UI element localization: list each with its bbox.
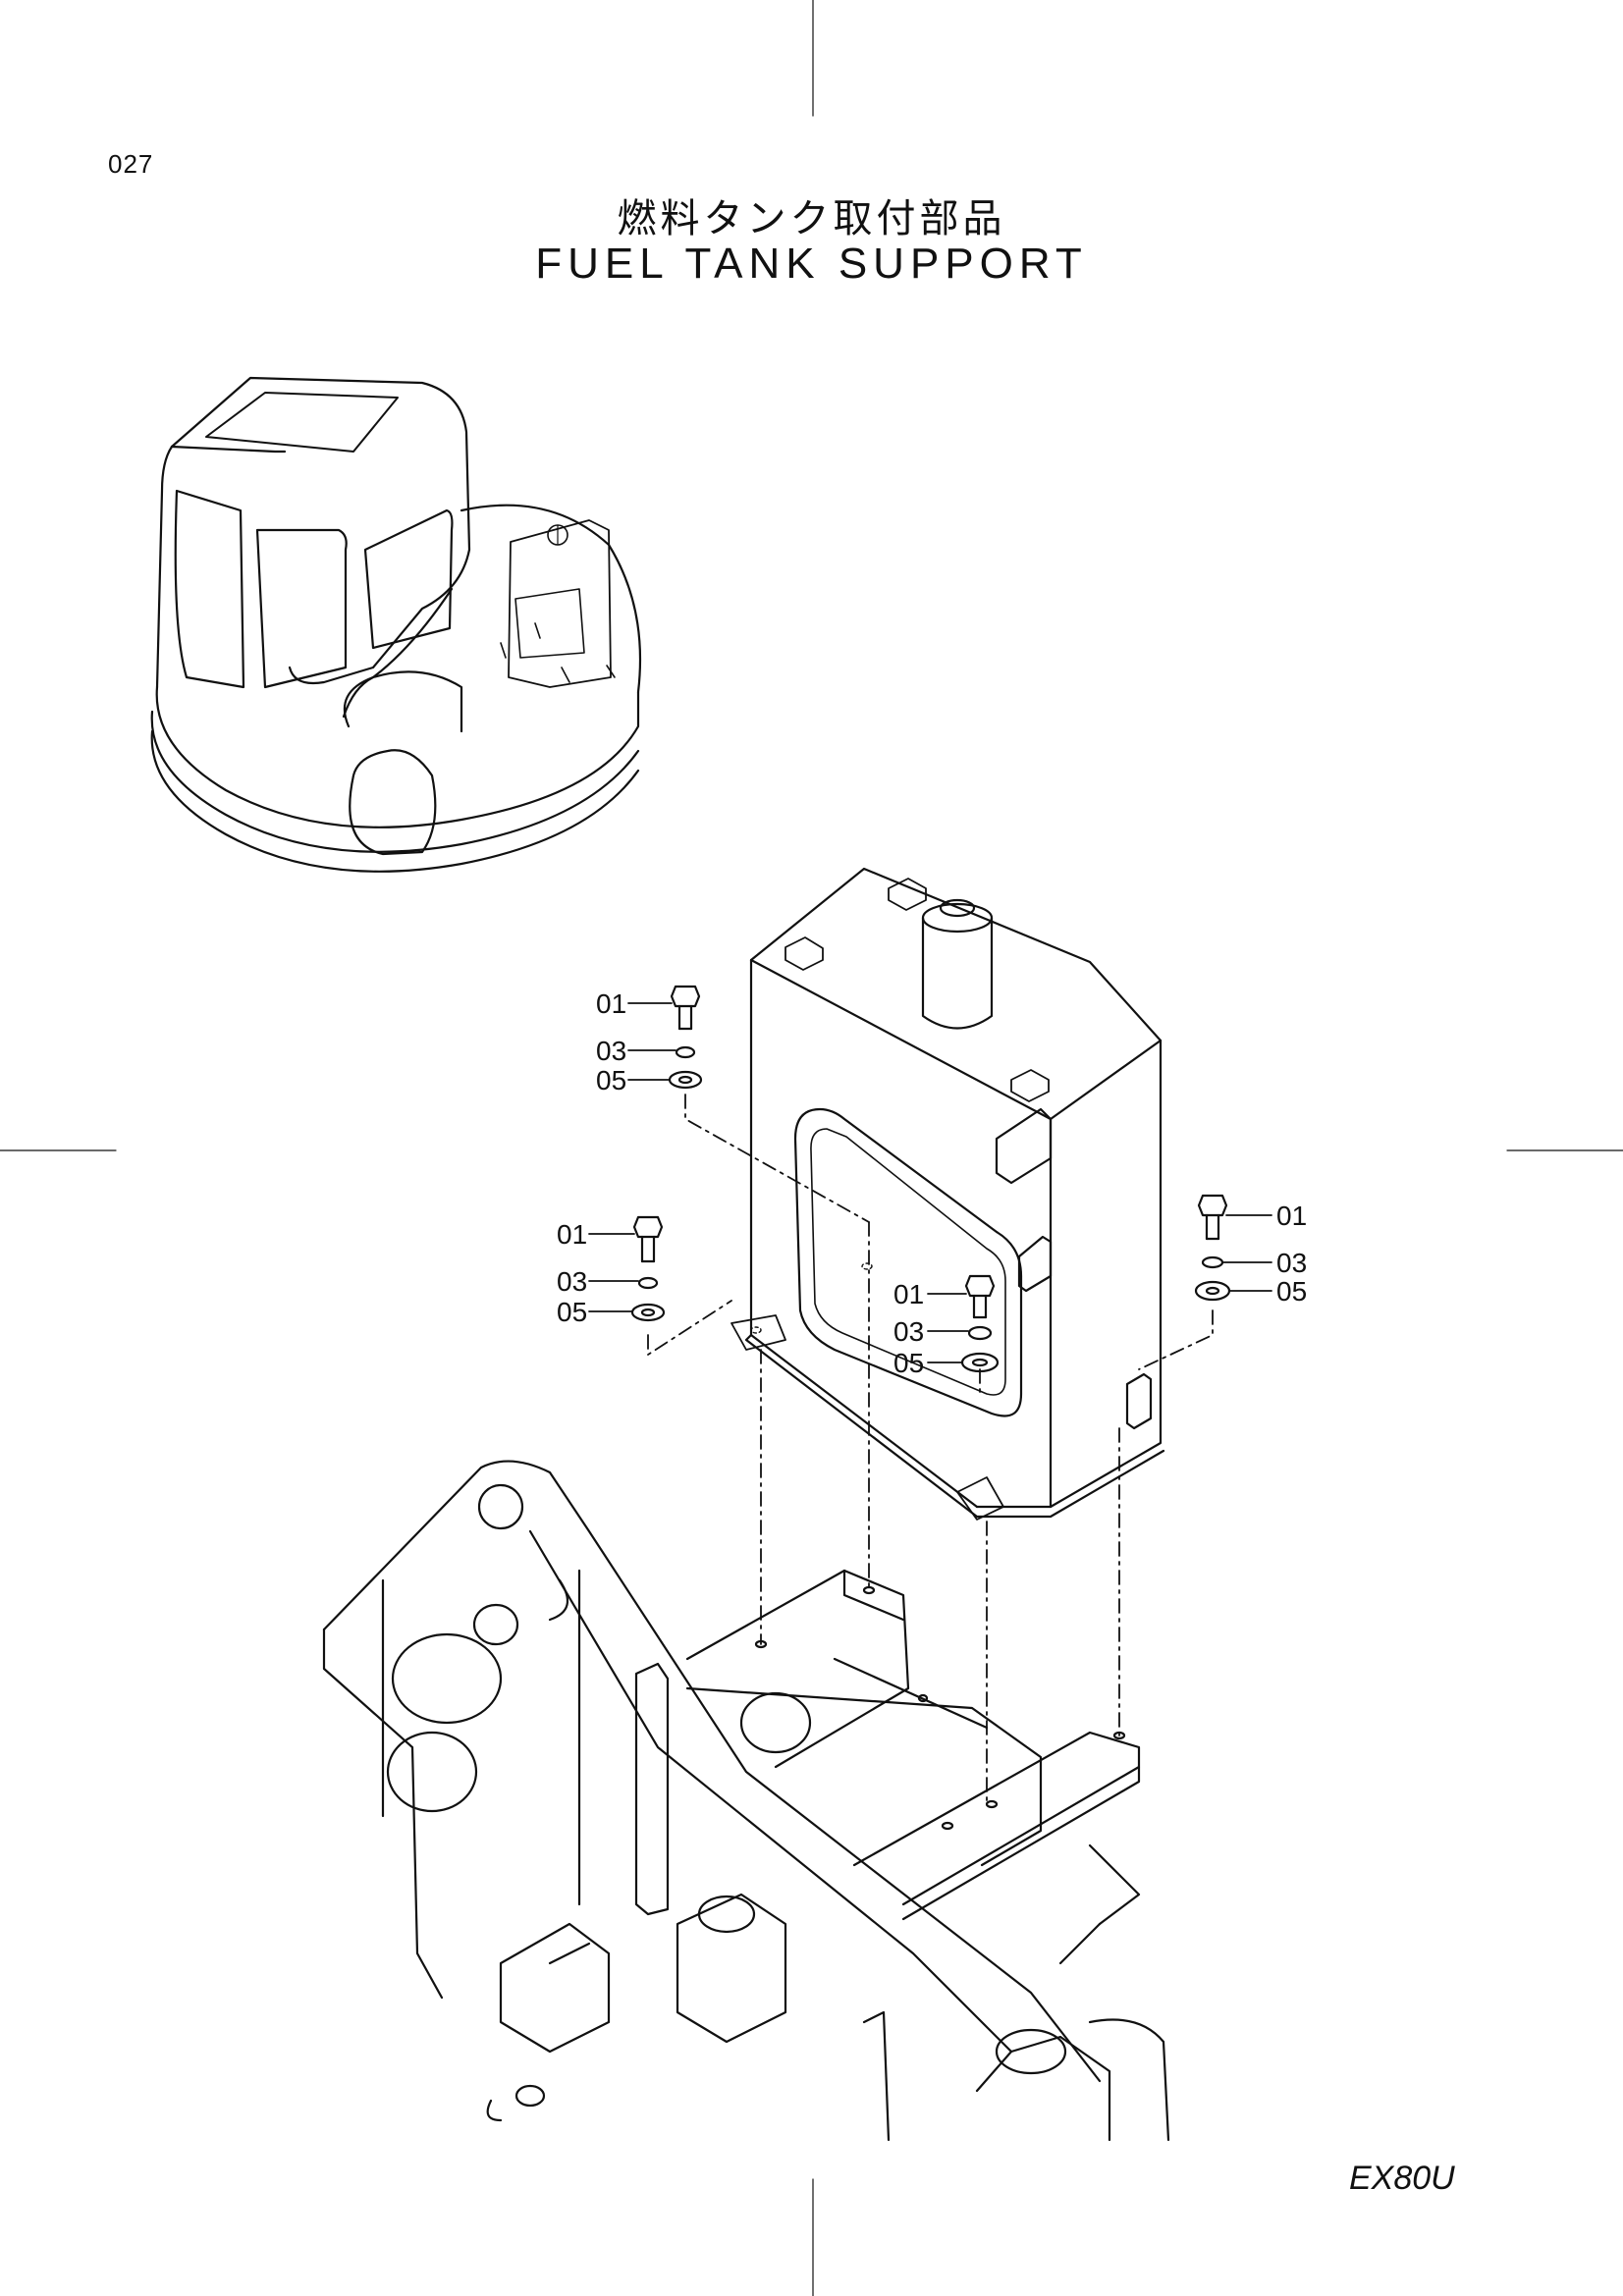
- fastener-set-c: [960, 1274, 1000, 1373]
- callout-label-part-03: 03: [1276, 1248, 1307, 1278]
- fuel-tank: [730, 867, 1165, 1521]
- callout-label-part-05: 05: [596, 1065, 626, 1095]
- callout-label-part-05: 05: [893, 1348, 924, 1378]
- page-number: 027: [108, 149, 154, 179]
- page-title-english: FUEL TANK SUPPORT: [535, 240, 1088, 288]
- callout-leaders: [588, 1002, 1272, 1363]
- callout-label-part-05: 05: [557, 1297, 587, 1327]
- page-title-japanese: 燃料タンク取付部品: [617, 196, 1006, 241]
- callout-label-part-03: 03: [893, 1316, 924, 1347]
- callout-label-part-03: 03: [596, 1036, 626, 1066]
- callout-label-part-01: 01: [1276, 1201, 1307, 1231]
- model-code: EX80U: [1349, 2160, 1455, 2197]
- fastener-set-a: [668, 985, 703, 1090]
- excavator-overview: [150, 376, 642, 873]
- callout-label-part-05: 05: [1276, 1276, 1307, 1307]
- callout-label-part-01: 01: [557, 1219, 587, 1250]
- callout-label-part-01: 01: [893, 1279, 924, 1309]
- callout-label-part-03: 03: [557, 1266, 587, 1297]
- callout-label-part-01: 01: [596, 988, 626, 1019]
- fastener-set-b: [630, 1215, 666, 1322]
- machine-frame: [322, 1460, 1170, 2142]
- fastener-set-d: [1194, 1194, 1231, 1302]
- assembly-lines: [647, 1094, 1214, 1805]
